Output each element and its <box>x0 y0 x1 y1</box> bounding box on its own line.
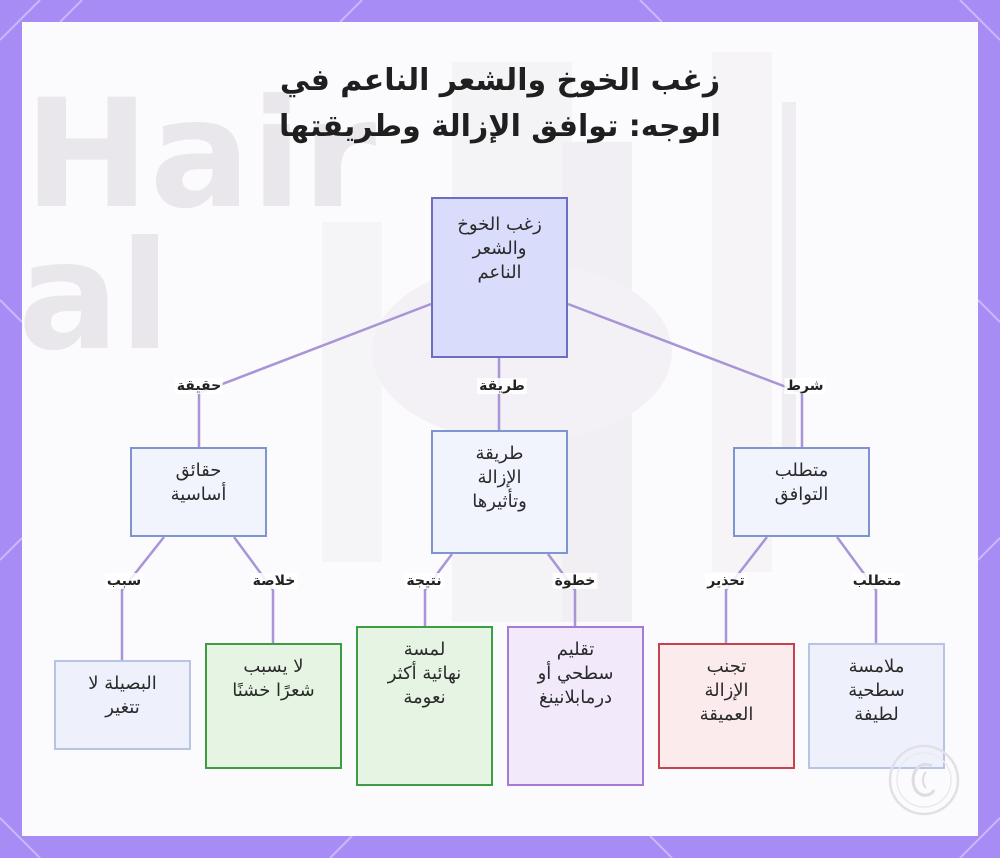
edge-facts-bulb <box>120 536 165 660</box>
edge-label-step: خطوة <box>552 573 598 589</box>
title-line-1: زغب الخوخ والشعر الناعم في <box>279 63 721 98</box>
edge-label-method: طريقة <box>477 378 527 394</box>
edge-root-requirement <box>567 302 804 447</box>
background-text-hair: Hair <box>24 68 377 242</box>
edge-facts-noncoarse <box>232 536 275 643</box>
edge-label-requirement: متطلب <box>850 573 904 589</box>
node-shave-dermaplaning: تقليم سطحي أو درمابلانينغ <box>507 626 644 786</box>
edge-req-gentle <box>835 536 878 643</box>
node-compat-requirement: متطلب التوافق <box>733 447 870 537</box>
edge-method-shave <box>547 553 577 626</box>
node-bulb-unchanged: البصيلة لا تتغير <box>54 660 191 750</box>
edge-req-avoid <box>724 536 768 643</box>
node-root: زغب الخوخ والشعر الناعم <box>431 197 568 358</box>
node-basic-facts: حقائق أساسية <box>130 447 267 537</box>
edge-root-facts <box>197 302 432 447</box>
edge-label-conclusion: خلاصة <box>250 573 298 589</box>
diagram-title: زغب الخوخ والشعر الناعم في الوجه: توافق … <box>150 58 850 150</box>
node-avoid-deep-removal: تجنب الإزالة العميقة <box>658 643 795 769</box>
edge-label-fact: حقيقة <box>174 378 224 394</box>
edge-label-warning: تحذير <box>705 573 747 589</box>
edge-label-result: نتيجة <box>404 573 444 589</box>
edge-method-soft <box>423 553 453 626</box>
title-line-2: الوجه: توافق الإزالة وطريقتها <box>279 109 721 144</box>
watermark-logo-icon <box>888 744 960 816</box>
edge-label-condition: شرط <box>784 378 826 394</box>
edge-label-cause: سبب <box>104 573 144 589</box>
node-softer-finish: لمسة نهائية أكثر نعومة <box>356 626 493 786</box>
node-removal-method: طريقة الإزالة وتأثيرها <box>431 430 568 554</box>
background-text-al: al <box>22 210 171 384</box>
node-no-coarse-hair: لا يسبب شعرًا خشنًا <box>205 643 342 769</box>
node-gentle-surface-contact: ملامسة سطحية لطيفة <box>808 643 945 769</box>
